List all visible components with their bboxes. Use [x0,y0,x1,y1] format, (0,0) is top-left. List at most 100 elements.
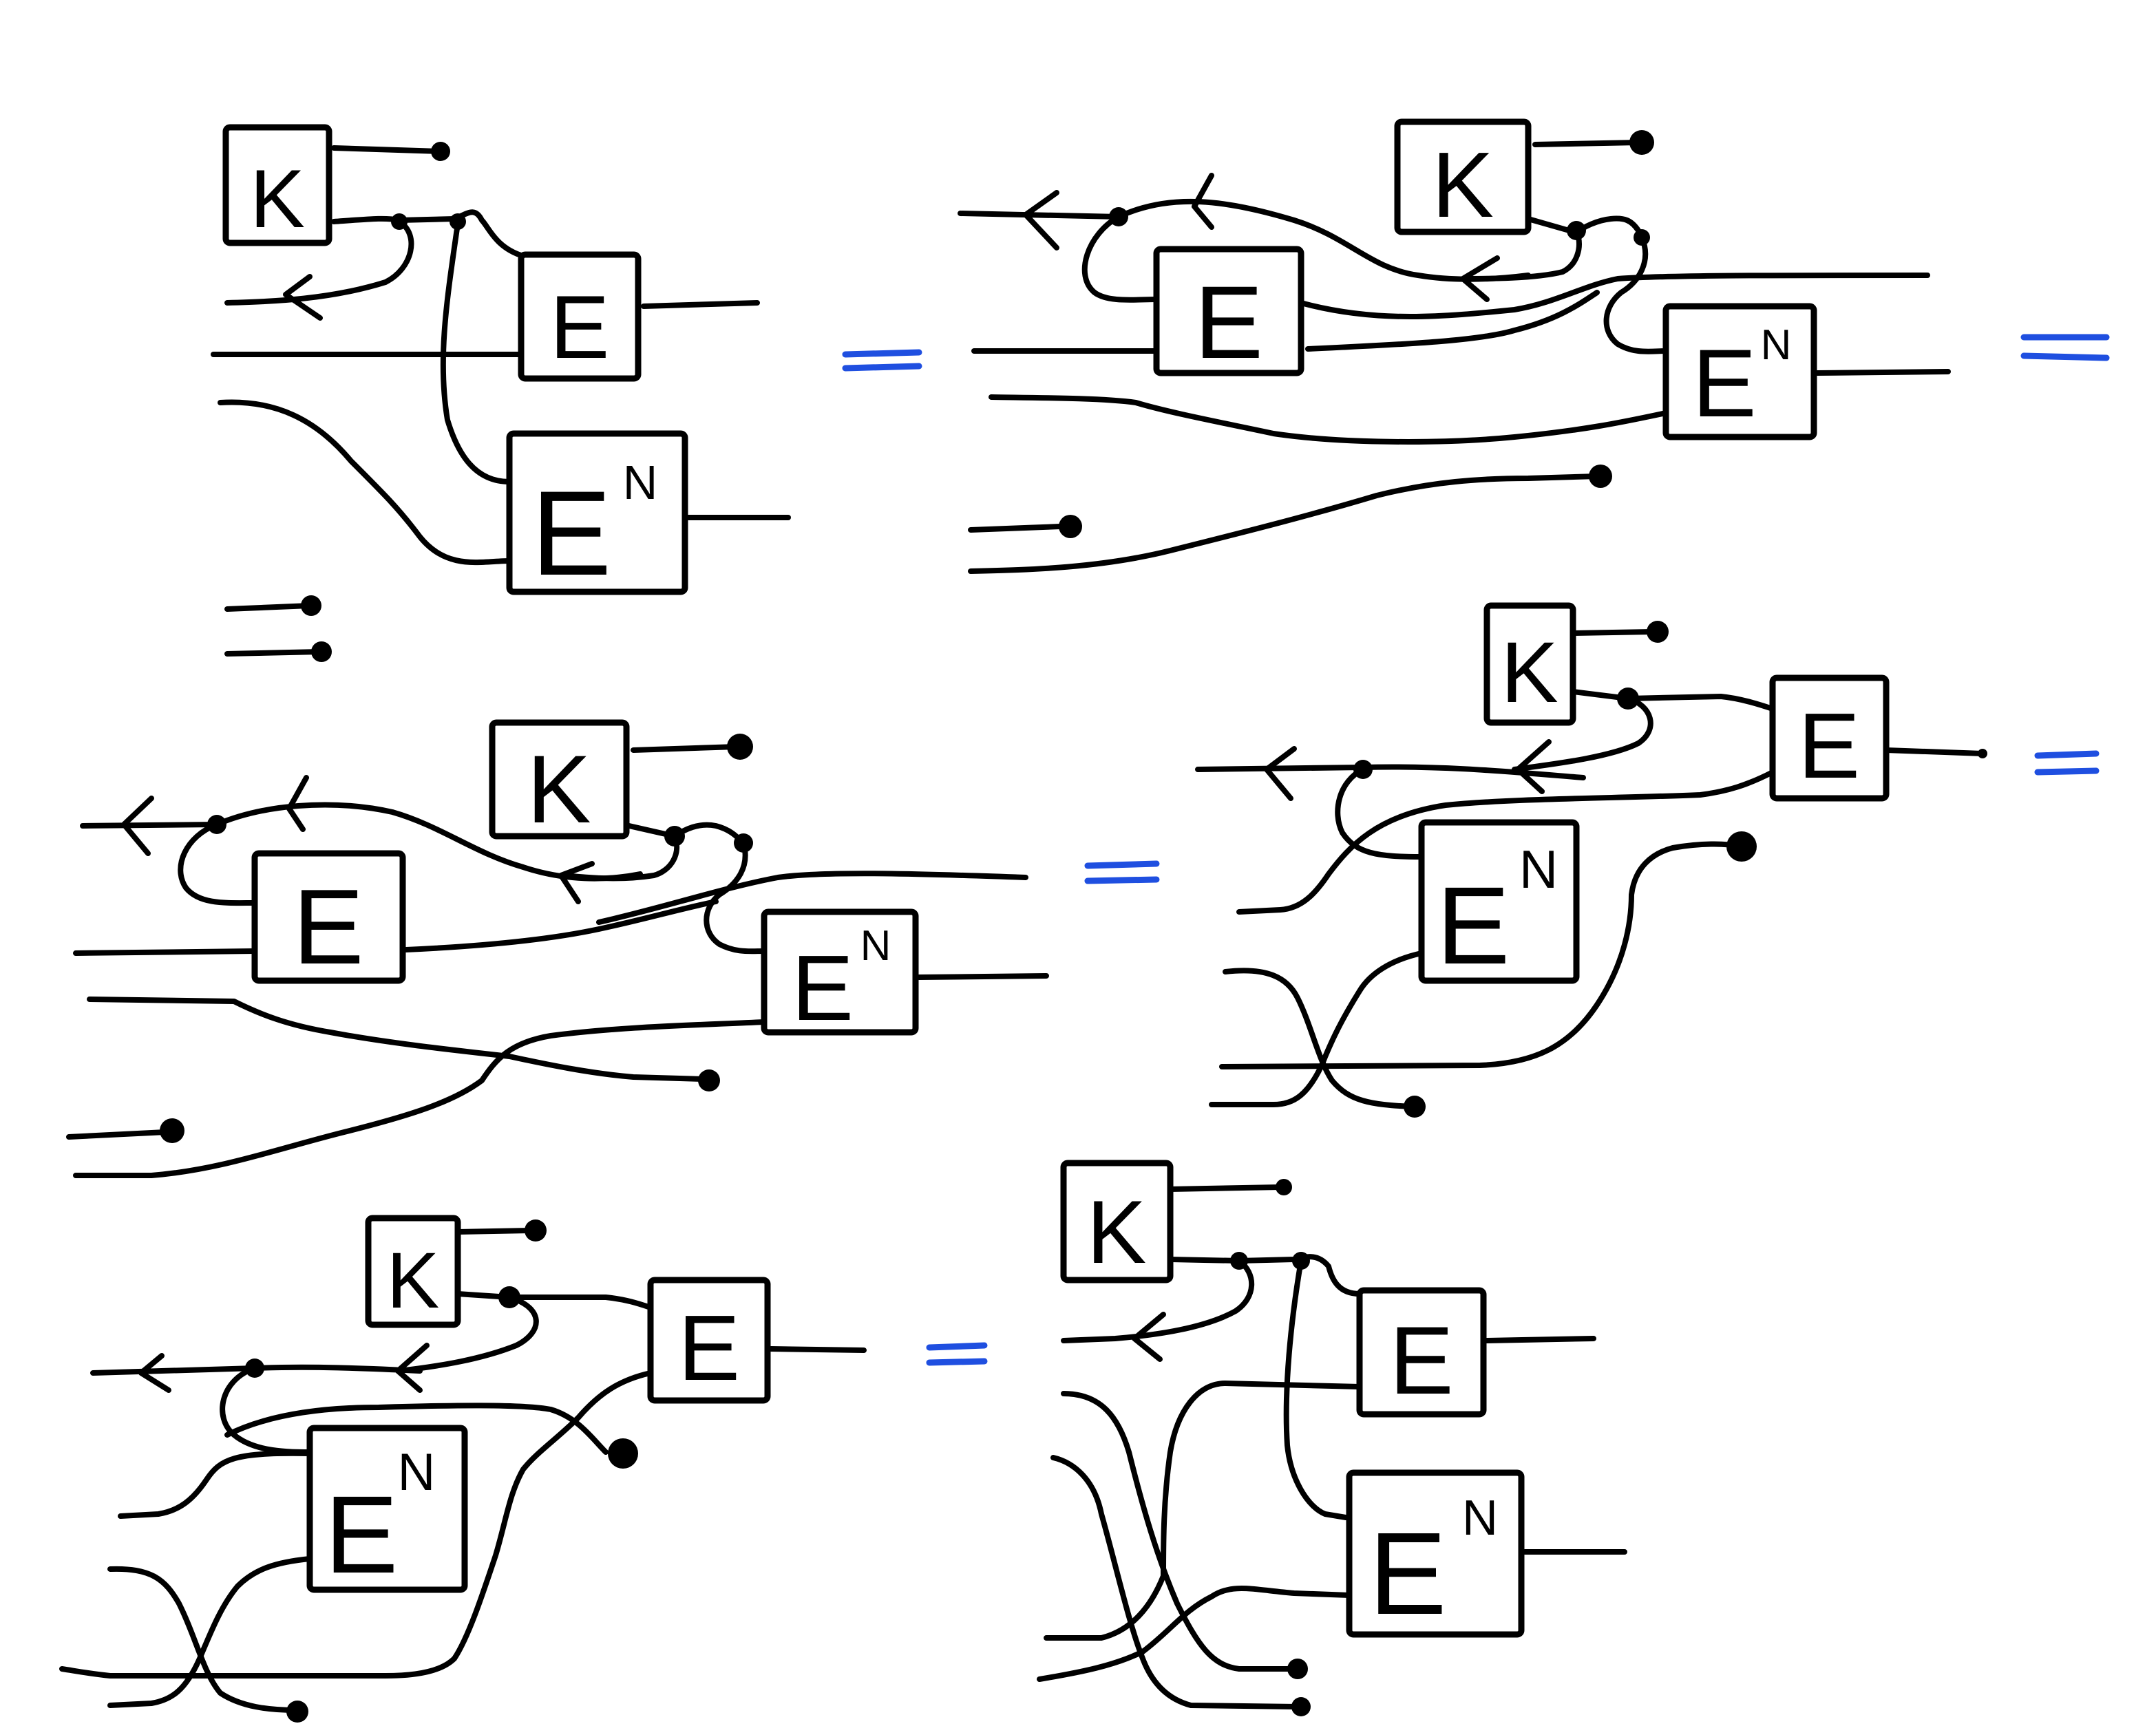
d6-label-en-superscript: N [1462,1491,1498,1546]
diagram-6: K E E N [1037,1160,1627,1716]
d2-wire-cup-right [1463,228,1582,281]
d6-terminal-k [1276,1179,1292,1195]
d5-label-k: K [387,1237,440,1325]
d1-terminal-free-1 [301,595,321,616]
d6-wire-to-en-upper [1283,1258,1349,1520]
d6-wire-cross-b [1050,1455,1300,1709]
d3-label-k: K [527,735,591,843]
d5-label-en-superscript: N [398,1443,436,1502]
d6-box-en [1346,1469,1525,1638]
d5-box-k [365,1215,461,1328]
d2-wire-to-en [1603,235,1669,354]
d1-terminal-free-2 [311,641,332,662]
d5-arrow-left [138,1353,171,1393]
d6-label-k: K [1087,1182,1147,1282]
d4-terminal-e-out [1978,749,1987,758]
equals-2-bar-bottom [2020,352,2110,361]
d3-wire-long-bottom [87,997,705,1082]
d4-wire-cross-b [1219,841,1744,1069]
equals-sign-1 [842,349,922,372]
d6-label-e: E [1389,1306,1453,1414]
d5-terminal-k [525,1219,547,1242]
d3-arrow-right [558,861,595,904]
d6-wire-e-out [1484,1336,1596,1343]
d3-wire-left-to-e [73,948,257,956]
d6-box-e [1356,1287,1487,1418]
d2-wire-top-left [958,211,1121,220]
d3-junction-2 [664,826,685,846]
d1-terminal-k [431,142,450,161]
d3-wire-free-2 [66,1129,168,1140]
d3-terminal-free-1 [698,1069,720,1091]
d6-wire-e-in-lower [1044,1381,1362,1641]
d2-label-k: K [1432,133,1494,237]
d4-wire-cross-a [1223,968,1414,1109]
d1-wire-to-en-upper [440,221,512,484]
d6-wire-en-in-lower [1037,1586,1352,1682]
d4-label-k: K [1501,625,1558,721]
d6-wire-k-bottom [1167,1254,1362,1297]
diagram-4: K E E N [1195,602,1987,1118]
d1-arrow [283,274,323,321]
d5-wire-cross-a [107,1566,299,1713]
d1-box-k [222,124,332,246]
d5-label-en: E [325,1473,399,1596]
d4-wire-loop [1335,767,1424,860]
d2-arrow-right [1460,255,1500,302]
d6-label-en: E [1368,1509,1446,1639]
d4-junction-2 [1617,688,1639,710]
d3-wire-e-out [403,899,719,952]
d5-wire-cup [397,1294,539,1374]
d2-wire-long-top [1298,273,1930,319]
d3-wire-top-left [80,822,220,829]
d4-wire-top-left [1195,764,1586,780]
d2-wire-long-bottom [989,394,1669,445]
d2-wire-free-1 [968,524,1063,533]
d6-box-k [1060,1160,1174,1283]
d2-terminal-k [1629,130,1654,155]
d3-wire-k-top [631,744,739,753]
d2-wire-e-out [1305,290,1600,352]
d4-wire-en-in-lower [1209,950,1424,1107]
d5-label-e: E [678,1296,740,1400]
diagram-2: K E E N [958,118,1951,574]
d2-wire-k-top [1532,140,1641,147]
equals-sign-5 [926,1342,988,1366]
d5-wire-top-left [90,1364,423,1376]
d1-junction-1 [391,213,408,230]
d3-wire-en-in [73,1019,767,1178]
d4-box-k [1483,602,1576,726]
d3-arrow-mid [286,775,309,832]
d5-wire-k-to-e [455,1291,653,1310]
d3-junction-1 [207,815,226,834]
equals-3-bar-top [1084,860,1160,869]
d4-wire-cup [1512,696,1653,772]
d3-box-k [489,719,630,840]
d2-arrow-left [1023,190,1059,251]
d1-wire-to-en-lower [218,399,512,566]
d2-label-e: E [1194,264,1263,380]
d3-label-e: E [293,867,363,986]
d2-terminal-free-2 [1589,465,1612,488]
d6-wire-cup [1061,1258,1255,1343]
d6-terminal-cross-b [1291,1697,1311,1716]
d2-terminal-free-1 [1059,515,1082,538]
d1-label-en: E [531,467,612,601]
equals-1-bar-bottom [842,363,922,372]
d1-label-k: K [250,153,305,245]
d2-arrow-mid [1192,173,1214,230]
d2-junction-1 [1109,207,1128,226]
d1-wire-cup-left [224,219,414,306]
d4-wire-e-out [1883,747,1985,756]
d2-wire-loop [1081,214,1159,303]
d5-terminal-cross [608,1438,638,1469]
d6-wire-cross-a [1061,1391,1297,1672]
equals-5-bar-top [926,1342,988,1351]
d5-terminal-cross-a [286,1701,308,1723]
d6-arrow [1132,1312,1166,1362]
d3-box-en [761,908,919,1036]
equals-4-bar-bottom [2034,767,2100,776]
d4-wire-e-in [1236,769,1775,915]
d4-label-en: E [1437,864,1510,987]
